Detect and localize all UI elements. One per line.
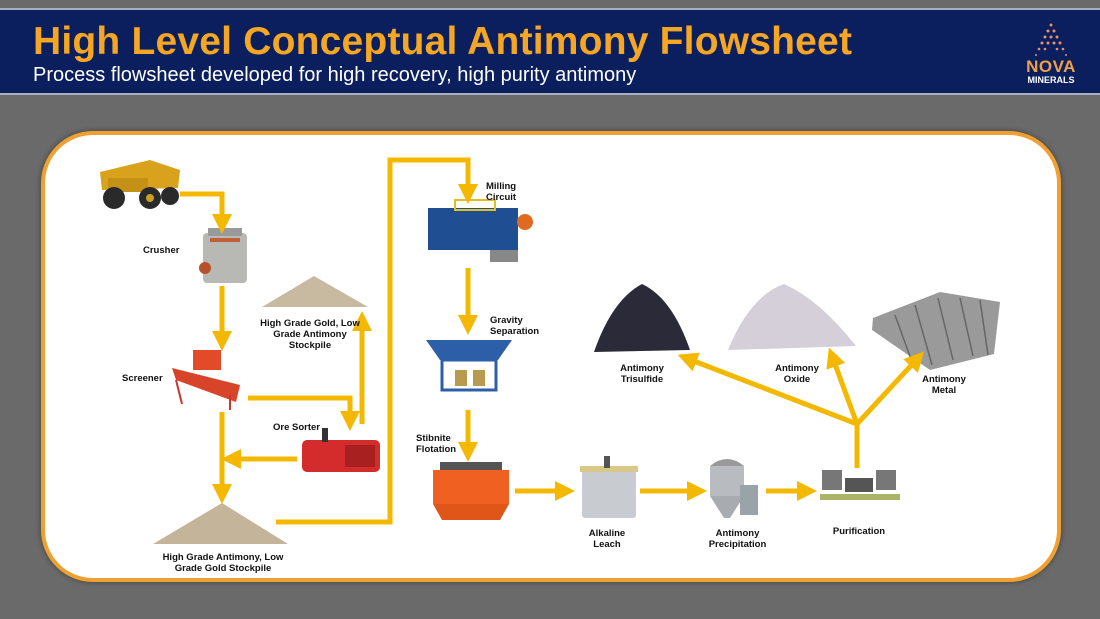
label-screener: Screener (122, 373, 163, 384)
label-antimony-oxide: Antimony Oxide (767, 363, 827, 385)
nova-minerals-logo: NOVA MINERALS (1016, 20, 1086, 98)
label-line: Grade Gold Stockpile (174, 563, 272, 574)
label-antimony-precipitation: Antimony Precipitation (700, 528, 775, 550)
stockpile-gold-image (262, 276, 368, 307)
page-subtitle: Process flowsheet developed for high rec… (33, 64, 637, 86)
header-banner: High Level Conceptual Antimony Flowsheet… (0, 8, 1100, 95)
label-alkaline-leach: Alkaline Leach (577, 528, 637, 550)
stockpile-antimony-image (153, 503, 288, 544)
label-line: Metal (931, 385, 957, 396)
label-stibnite-flotation: Stibnite Flotation (416, 433, 456, 455)
flotation-cells-image (433, 462, 509, 520)
label-antimony-stockpile: High Grade Antimony, Low Grade Gold Stoc… (158, 552, 288, 574)
arrow-to-trisulfide (677, 352, 858, 427)
label-line: Stibnite (416, 433, 451, 444)
label-line: Leach (593, 539, 621, 550)
label-line: Alkaline (588, 528, 626, 539)
label-milling-circuit: Milling Circuit (486, 181, 516, 203)
arrow-stockpile-to-milling (276, 157, 478, 525)
label-line: Stockpile (288, 340, 332, 351)
label-ore-sorter: Ore Sorter (273, 422, 320, 433)
antimony-trisulfide-image (594, 284, 690, 352)
arrow-to-oxide (826, 347, 860, 425)
label-line: Separation (490, 326, 540, 337)
purification-unit-image (820, 470, 900, 500)
logo-triangle-icon (1035, 23, 1067, 56)
antimony-oxide-image (728, 284, 856, 350)
label-crusher: Crusher (143, 245, 180, 256)
label-line: Precipitation (708, 539, 767, 550)
label-line: Antimony (922, 374, 966, 385)
label-line: Antimony (620, 363, 664, 374)
logo-tagline: MINERALS (1027, 75, 1075, 85)
arrow-screener-to-ore-sorter (248, 395, 360, 431)
label-line: Milling (486, 181, 517, 192)
milling-circuit-image (428, 199, 533, 262)
label-line: Flotation (416, 444, 457, 455)
label-line: Antimony (715, 528, 760, 539)
label-gold-stockpile: High Grade Gold, Low Grade Antimony Stoc… (255, 318, 365, 351)
label-purification: Purification (832, 526, 886, 537)
label-line: High Grade Gold, Low (260, 318, 360, 329)
label-line: Oxide (783, 374, 811, 385)
label-line: Antimony (775, 363, 819, 374)
ore-sorter-image (302, 428, 380, 472)
arrow-to-metal (855, 351, 925, 426)
haul-truck-image (100, 160, 180, 209)
label-line: Circuit (486, 192, 517, 203)
label-line: Grade Antimony (273, 329, 347, 340)
label-antimony-trisulfide: Antimony Trisulfide (612, 363, 672, 385)
label-gravity-separation: Gravity Separation (490, 315, 539, 337)
label-line: High Grade Antimony, Low (162, 552, 284, 563)
alkaline-leach-tank-image (580, 456, 638, 518)
label-antimony-metal: Antimony Metal (914, 374, 974, 396)
antimony-metal-image (872, 292, 1000, 370)
gravity-separator-image (426, 340, 512, 392)
screener-image (172, 350, 240, 410)
crusher-image (199, 228, 247, 283)
label-line: Gravity (490, 315, 523, 326)
label-line: Trisulfide (620, 374, 664, 385)
precipitation-vessel-image (710, 459, 758, 518)
arrow-truck-to-crusher (180, 191, 232, 234)
page-title: High Level Conceptual Antimony Flowsheet (33, 20, 853, 63)
logo-name: NOVA (1026, 57, 1076, 76)
